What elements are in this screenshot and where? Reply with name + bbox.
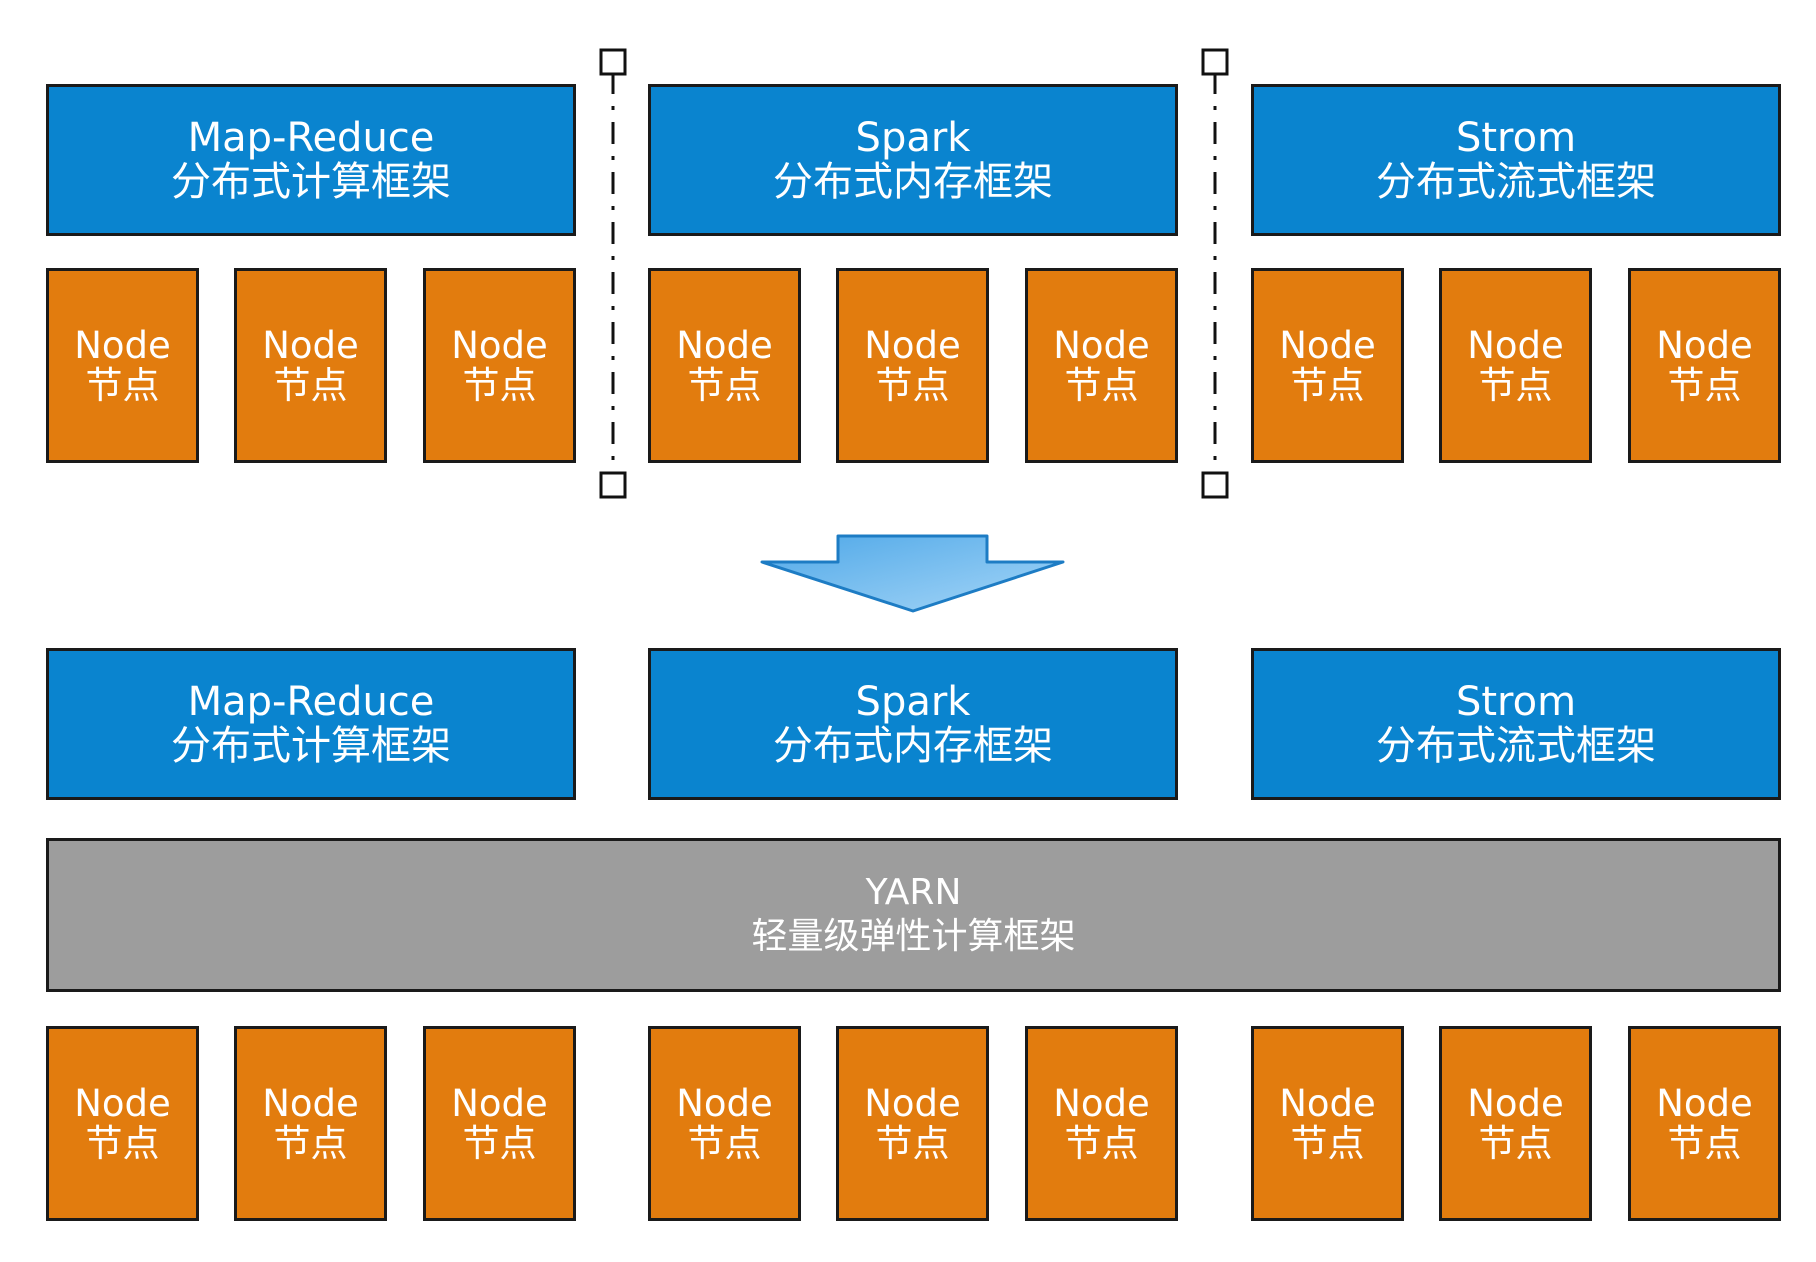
- node-desc: 节点: [1064, 1121, 1139, 1165]
- framework-desc: 分布式内存框架: [773, 723, 1053, 769]
- framework-name: Strom: [1455, 115, 1577, 161]
- framework-name: Spark: [855, 679, 971, 725]
- node-box: Node 节点: [1251, 268, 1404, 463]
- node-box: Node 节点: [1025, 1026, 1178, 1221]
- node-name: Node: [1467, 323, 1564, 367]
- node-box: Node 节点: [1251, 1026, 1404, 1221]
- node-desc: 节点: [462, 1121, 537, 1165]
- node-name: Node: [1467, 1081, 1564, 1125]
- node-box: Node 节点: [423, 1026, 576, 1221]
- node-desc: 节点: [1478, 1121, 1553, 1165]
- node-box: Node 节点: [1025, 268, 1178, 463]
- separator-handle-icon: [1201, 48, 1229, 76]
- node-box: Node 节点: [648, 1026, 801, 1221]
- node-box: Node 节点: [423, 268, 576, 463]
- node-desc: 节点: [273, 1121, 348, 1165]
- framework-name: Strom: [1455, 679, 1577, 725]
- node-desc: 节点: [1667, 363, 1742, 407]
- node-name: Node: [262, 323, 359, 367]
- node-box: Node 节点: [1439, 268, 1592, 463]
- node-box: Node 节点: [1439, 1026, 1592, 1221]
- separator-right: [1201, 48, 1229, 499]
- yarn-desc: 轻量级弹性计算框架: [751, 916, 1076, 957]
- node-desc: 节点: [687, 1121, 762, 1165]
- node-desc: 节点: [462, 363, 537, 407]
- node-box: Node 节点: [46, 1026, 199, 1221]
- node-box: Node 节点: [648, 268, 801, 463]
- node-name: Node: [676, 323, 773, 367]
- node-box: Node 节点: [836, 1026, 989, 1221]
- yarn-layer: YARN 轻量级弹性计算框架: [46, 838, 1781, 992]
- framework-box-mapreduce-after: Map-Reduce 分布式计算框架: [46, 648, 576, 800]
- node-name: Node: [864, 323, 961, 367]
- separator-handle-icon: [599, 48, 627, 76]
- framework-box-strom-after: Strom 分布式流式框架: [1251, 648, 1781, 800]
- node-name: Node: [676, 1081, 773, 1125]
- separator-left: [599, 48, 627, 499]
- node-desc: 节点: [687, 363, 762, 407]
- down-arrow-icon: [760, 534, 1065, 613]
- framework-desc: 分布式流式框架: [1376, 159, 1656, 205]
- framework-name: Map-Reduce: [187, 679, 435, 725]
- node-desc: 节点: [1064, 363, 1139, 407]
- node-name: Node: [864, 1081, 961, 1125]
- framework-box-spark-after: Spark 分布式内存框架: [648, 648, 1178, 800]
- node-box: Node 节点: [836, 268, 989, 463]
- node-name: Node: [1279, 1081, 1376, 1125]
- node-name: Node: [1279, 323, 1376, 367]
- framework-name: Map-Reduce: [187, 115, 435, 161]
- node-desc: 节点: [1478, 363, 1553, 407]
- node-name: Node: [1656, 323, 1753, 367]
- framework-box-mapreduce-before: Map-Reduce 分布式计算框架: [46, 84, 576, 236]
- node-name: Node: [1053, 1081, 1150, 1125]
- framework-name: Spark: [855, 115, 971, 161]
- framework-desc: 分布式计算框架: [171, 159, 451, 205]
- node-name: Node: [262, 1081, 359, 1125]
- node-box: Node 节点: [46, 268, 199, 463]
- separator-handle-icon: [1201, 471, 1229, 499]
- node-desc: 节点: [85, 363, 160, 407]
- framework-desc: 分布式计算框架: [171, 723, 451, 769]
- node-name: Node: [1053, 323, 1150, 367]
- node-box: Node 节点: [234, 1026, 387, 1221]
- node-desc: 节点: [85, 1121, 160, 1165]
- node-desc: 节点: [1667, 1121, 1742, 1165]
- node-box: Node 节点: [1628, 268, 1781, 463]
- node-desc: 节点: [875, 363, 950, 407]
- node-name: Node: [451, 1081, 548, 1125]
- framework-box-spark-before: Spark 分布式内存框架: [648, 84, 1178, 236]
- framework-desc: 分布式流式框架: [1376, 723, 1656, 769]
- framework-box-strom-before: Strom 分布式流式框架: [1251, 84, 1781, 236]
- node-desc: 节点: [875, 1121, 950, 1165]
- separator-handle-icon: [599, 471, 627, 499]
- node-name: Node: [74, 1081, 171, 1125]
- node-desc: 节点: [1290, 1121, 1365, 1165]
- node-box: Node 节点: [1628, 1026, 1781, 1221]
- node-box: Node 节点: [234, 268, 387, 463]
- node-name: Node: [451, 323, 548, 367]
- node-name: Node: [1656, 1081, 1753, 1125]
- node-desc: 节点: [273, 363, 348, 407]
- framework-desc: 分布式内存框架: [773, 159, 1053, 205]
- node-desc: 节点: [1290, 363, 1365, 407]
- node-name: Node: [74, 323, 171, 367]
- yarn-name: YARN: [865, 872, 962, 913]
